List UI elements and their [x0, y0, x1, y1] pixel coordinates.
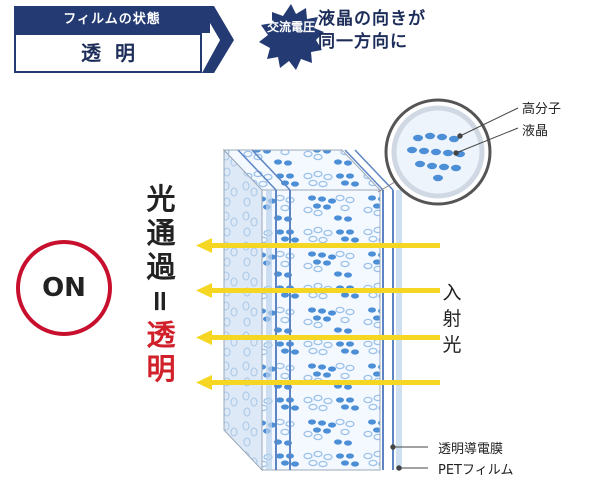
film-state-label: フィルムの状態 [14, 6, 210, 33]
caption-char: 明 [146, 352, 176, 386]
voltage-burst-icon [259, 4, 324, 70]
incident-char: 入 [442, 282, 462, 304]
film-state-value: 透明 [14, 33, 202, 73]
pet-film-label: PETフィルム [438, 463, 514, 478]
light-pass-caption: 光 通 過 = [143, 182, 179, 318]
transparent-caption: 透 明 [143, 318, 179, 386]
tag-arrow-icon [200, 6, 234, 73]
on-badge-circle [16, 240, 112, 336]
caption-char: 過 [146, 250, 176, 284]
polymer-label: 高分子 [522, 102, 562, 117]
caption-char: 通 [146, 216, 176, 250]
on-badge: ON [42, 273, 86, 303]
liquid-crystal-label: 液晶 [522, 124, 549, 139]
orientation-line2: 同一方向に [318, 32, 408, 52]
conductive-film-label: 透明導電膜 [438, 442, 504, 457]
orientation-text: 液晶の向きが 同一方向に [318, 8, 426, 54]
incident-light-label: 入 射 光 [440, 280, 464, 358]
incident-char: 光 [442, 334, 462, 356]
incident-char: 射 [442, 308, 462, 330]
caption-char: 透 [146, 318, 176, 352]
caption-char: 光 [146, 182, 176, 216]
orientation-line1: 液晶の向きが [318, 9, 426, 29]
voltage-badge-text: 交流電圧 [266, 20, 315, 34]
